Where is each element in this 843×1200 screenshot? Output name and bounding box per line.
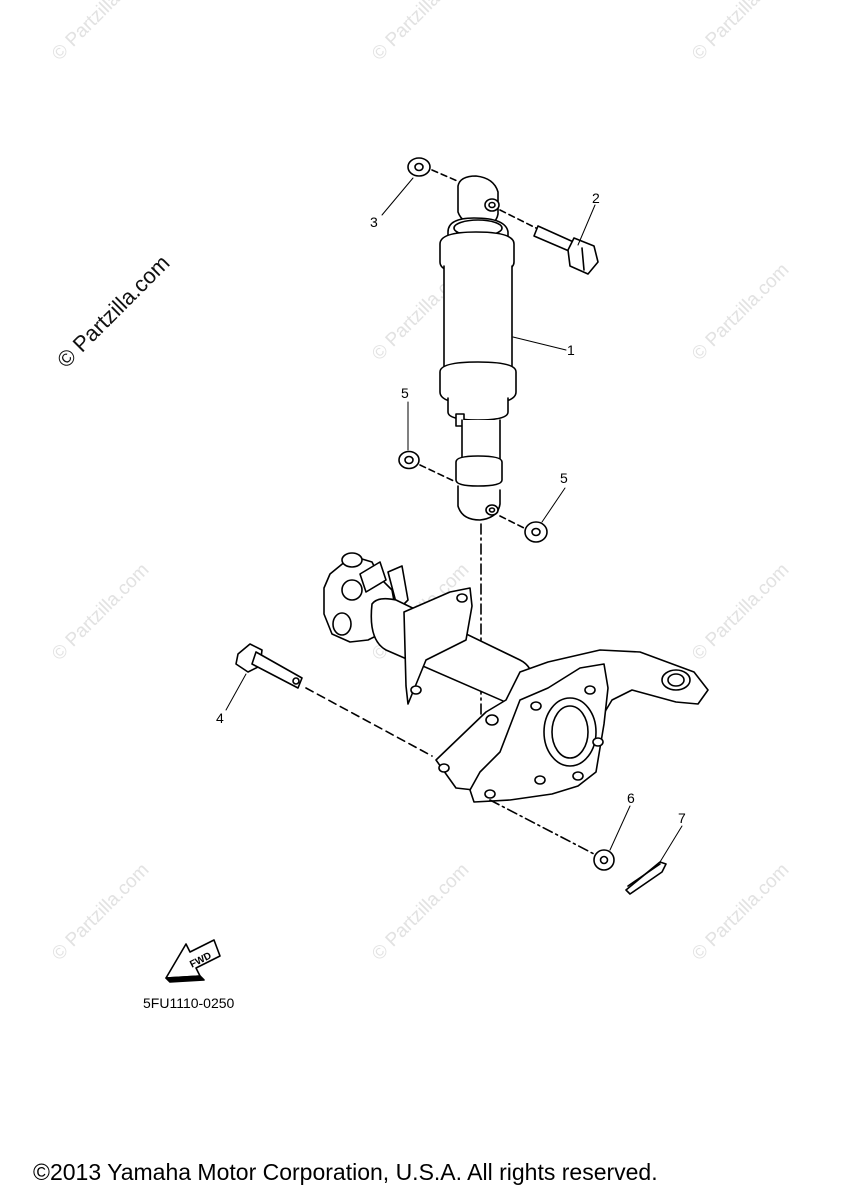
bolt-2 (499, 209, 599, 275)
shock-absorber-1 (439, 217, 517, 521)
washer-5-right (524, 521, 548, 543)
callout-4: 4 (216, 710, 224, 726)
callout-5-upper: 5 (401, 385, 409, 401)
copyright-text: ©2013 Yamaha Motor Corporation, U.S.A. A… (33, 1159, 658, 1185)
callout-3: 3 (370, 214, 378, 230)
washer-3 (407, 157, 431, 177)
washer-5-left (398, 450, 420, 470)
callout-5-lower: 5 (560, 470, 568, 486)
axle-housing (323, 552, 709, 803)
fwd-arrow-icon (165, 939, 221, 983)
callout-7: 7 (678, 810, 686, 826)
cotter-pin-7 (625, 861, 667, 895)
washer-6 (593, 849, 615, 871)
callout-1: 1 (567, 342, 575, 358)
diagram-code: 5FU1110-0250 (143, 995, 235, 1011)
callout-2: 2 (592, 190, 600, 206)
callout-6: 6 (627, 790, 635, 806)
bolt-4 (235, 643, 433, 757)
